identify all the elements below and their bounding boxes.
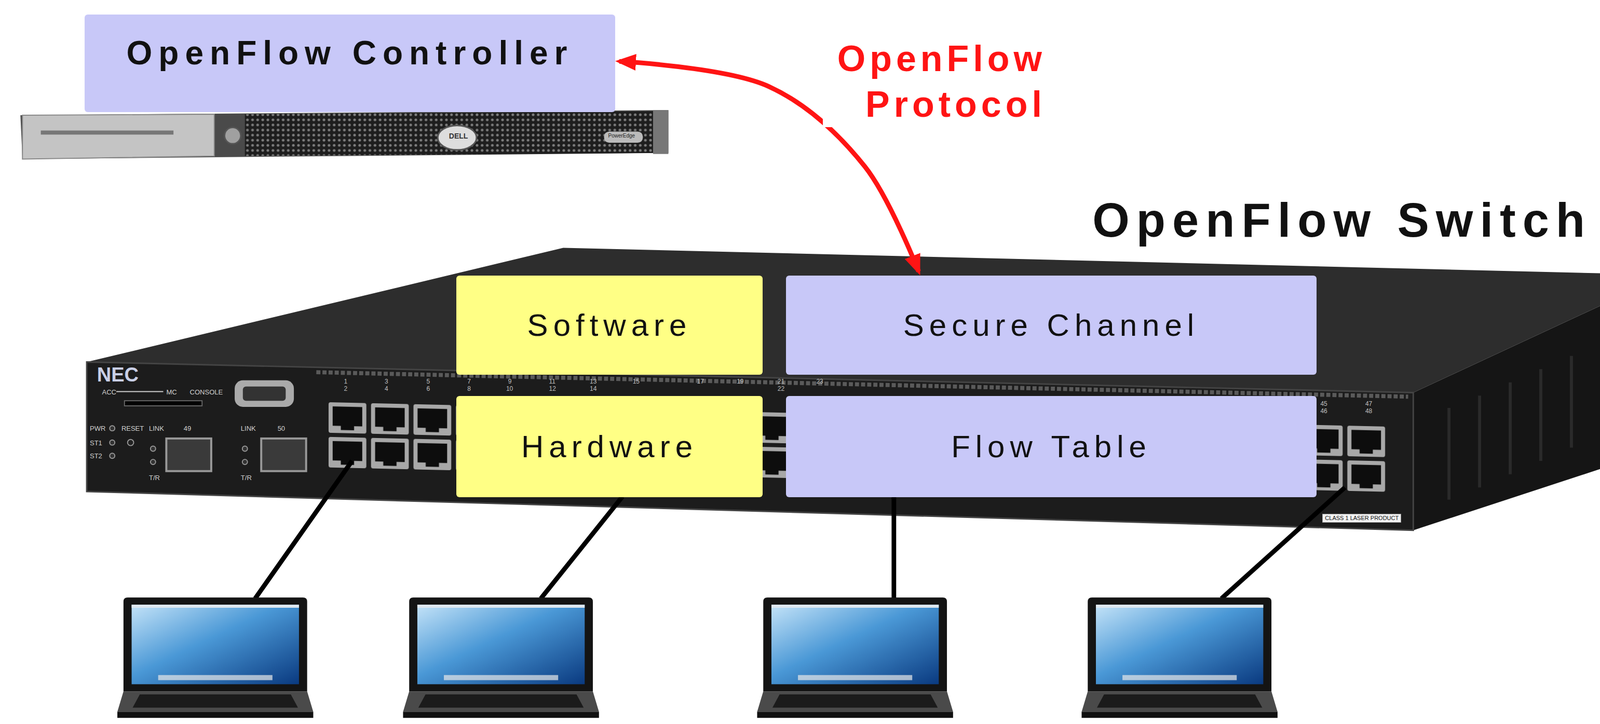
status-led: [109, 453, 115, 459]
box-label: Flow Table: [951, 429, 1152, 465]
panel-marking: LINK: [148, 425, 165, 432]
port-number: 11: [548, 378, 555, 385]
port-number: 15: [632, 378, 640, 385]
switch-side: [1413, 305, 1600, 531]
cable: [254, 460, 352, 599]
link-led: [242, 459, 248, 465]
hardware-box: Hardware: [456, 396, 763, 498]
panel-marking: ST1: [89, 439, 103, 447]
port-number: 6: [426, 385, 431, 392]
brand-logo: DELL: [449, 132, 469, 140]
status-led: [109, 440, 115, 446]
panel-marking: RESET: [121, 425, 144, 432]
link-led: [150, 446, 156, 452]
status-led: [109, 425, 115, 431]
port-number: 9: [508, 378, 512, 385]
console-socket: [242, 386, 287, 402]
edge-label: OpenFlow Protocol: [822, 36, 1047, 128]
panel-marking: CONSOLE: [190, 388, 224, 396]
port-number: 7: [467, 378, 471, 385]
reset-button: [127, 439, 134, 446]
port-number: 47: [1365, 400, 1373, 408]
panel-marking: 50: [277, 425, 286, 432]
port-number: 4: [384, 385, 389, 392]
server-body: [20, 110, 669, 159]
cable: [891, 496, 897, 599]
port-number: 13: [589, 378, 597, 385]
laptop: [117, 597, 314, 718]
device-heading: OpenFlow Switch: [1092, 194, 1592, 247]
side-vent: [1508, 382, 1512, 475]
protocol-arrow: [619, 61, 919, 272]
port-number: 22: [777, 385, 785, 392]
port-number: 46: [1320, 408, 1327, 415]
side-vent: [1478, 395, 1482, 488]
side-vent: [1447, 408, 1451, 500]
software-box: Software: [456, 275, 763, 375]
secure-channel-box: Secure Channel: [785, 275, 1317, 375]
server-lock: [224, 127, 241, 144]
port-number: 3: [384, 378, 389, 385]
port-number: 17: [696, 378, 704, 385]
laser-sticker: CLASS 1 LASER PRODUCT: [1322, 513, 1402, 523]
link-led: [150, 459, 156, 465]
laptop: [402, 597, 599, 718]
port-number: 1: [343, 378, 348, 385]
server-logo: [437, 125, 477, 151]
controller-box: OpenFlow Controller: [84, 14, 616, 113]
port-number: 2: [343, 385, 348, 392]
box-label: Secure Channel: [903, 308, 1200, 343]
port-number: 12: [548, 385, 556, 392]
port-number: 10: [506, 385, 513, 392]
box-label: Hardware: [521, 429, 698, 465]
laptop: [1081, 597, 1278, 718]
switch-frame: OpenFlow SwitchSoftware Secure ChannelHar…: [83, 186, 1597, 540]
port-number: 23: [816, 378, 823, 385]
card-slot: [124, 400, 202, 406]
brand-logo: NEC: [97, 364, 139, 385]
box-label: OpenFlow Controller: [126, 34, 574, 72]
port-number: 19: [736, 378, 744, 385]
model-badge: PowerEdge: [607, 133, 635, 139]
flow-table-box: Flow Table: [785, 396, 1317, 498]
port-number: 45: [1320, 400, 1327, 408]
sfp-slot: [166, 438, 211, 472]
server-grille: [245, 111, 654, 156]
switch-vent: [316, 372, 1408, 397]
port-number: 21: [777, 378, 785, 385]
panel-marking: LINK: [240, 425, 256, 432]
console-port: [234, 380, 294, 408]
panel-marking: ACC: [102, 388, 117, 396]
panel-marking: ST2: [89, 452, 103, 460]
panel-marking: PWR: [89, 425, 106, 432]
port-number: 14: [589, 385, 597, 392]
laptop: [756, 597, 953, 718]
side-vent: [1539, 369, 1543, 461]
panel-marking: T/R: [148, 474, 160, 482]
sfp-slot: [261, 438, 306, 472]
port-number: 48: [1365, 408, 1373, 415]
cable: [1221, 487, 1346, 599]
acc-mc-line: [116, 390, 164, 392]
box-label: Software: [527, 308, 693, 343]
server-handle: [653, 110, 669, 154]
cable: [540, 496, 623, 599]
panel-marking: T/R: [240, 474, 252, 482]
port-number: 8: [467, 385, 471, 392]
panel-marking: MC: [166, 388, 177, 396]
ethernet-ports: [326, 400, 1388, 495]
server-badge: [604, 131, 644, 143]
port-block: [326, 400, 1388, 495]
port-number: 5: [426, 378, 431, 385]
server-panel: [22, 114, 215, 159]
switch-front: [86, 362, 1414, 531]
panel-marking: 49: [183, 425, 192, 432]
server-slot: [41, 130, 174, 135]
side-vent: [1569, 356, 1574, 449]
link-led: [242, 446, 248, 452]
